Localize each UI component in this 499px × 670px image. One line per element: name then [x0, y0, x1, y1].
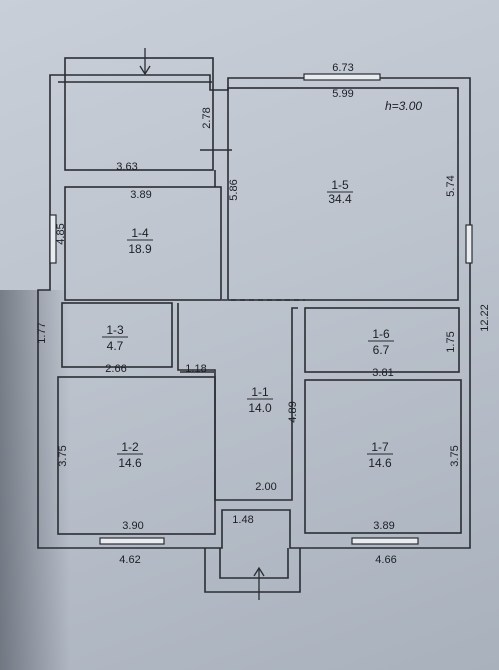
dim-3-81: 3.81	[372, 367, 393, 379]
porch-outline	[204, 548, 301, 593]
room-1-3-walls	[61, 302, 173, 368]
ceiling-height-note: h=3.00	[385, 99, 422, 113]
room-label-1-6: 1-6	[372, 327, 390, 341]
room-1-6-walls	[304, 307, 460, 373]
dim-1-75: 1.75	[445, 331, 457, 352]
room-area-1-5: 34.4	[328, 192, 352, 206]
window-left	[49, 214, 57, 264]
room-area-1-1: 14.0	[248, 401, 272, 415]
dim-1-77: 1.77	[36, 322, 48, 343]
room-label-1-4: 1-4	[131, 226, 149, 240]
dim-1-48: 1.48	[232, 514, 253, 526]
dim-4-62: 4.62	[119, 554, 140, 566]
dim-1-18: 1.18	[185, 363, 206, 375]
window-right	[465, 224, 473, 264]
room-area-1-2: 14.6	[118, 456, 142, 470]
room-label-1-1: 1-1	[251, 385, 269, 399]
room-area-1-4: 18.9	[128, 242, 152, 256]
room-area-1-6: 6.7	[373, 343, 390, 357]
dim-3-75-right: 3.75	[449, 445, 461, 466]
dim-2-66: 2.66	[105, 363, 126, 375]
window-top	[303, 73, 381, 81]
dim-12-22: 12.22	[479, 304, 491, 332]
porch-inner	[219, 548, 289, 579]
dim-5-86: 5.86	[228, 179, 240, 200]
entry-arrow-top-head	[139, 65, 151, 76]
room-area-1-3: 4.7	[107, 339, 124, 353]
dim-4-66: 4.66	[375, 554, 396, 566]
dim-2-00: 2.00	[255, 481, 276, 493]
dim-5-99: 5.99	[332, 88, 353, 100]
dim-3-90: 3.90	[122, 520, 143, 532]
dim-3-63: 3.63	[116, 161, 137, 173]
dim-2-78: 2.78	[201, 107, 213, 128]
dim-3-89-bottom: 3.89	[373, 520, 394, 532]
room-1-5-walls	[227, 87, 459, 301]
room-1-1-walls	[177, 303, 298, 501]
window-bottom-right	[351, 537, 419, 545]
room-label-1-7: 1-7	[371, 440, 389, 454]
room-area-1-7: 14.6	[368, 456, 392, 470]
dim-6-73: 6.73	[332, 62, 353, 74]
window-bottom-left	[99, 537, 165, 545]
dim-3-75-left: 3.75	[57, 445, 69, 466]
room-top-left	[64, 57, 214, 171]
dim-5-74: 5.74	[445, 175, 457, 196]
room-label-1-2: 1-2	[121, 440, 139, 454]
dim-3-89-top: 3.89	[130, 189, 151, 201]
room-label-1-3: 1-3	[106, 323, 124, 337]
room-label-1-5: 1-5	[331, 178, 349, 192]
room-1-7-walls	[304, 379, 462, 534]
room-1-4-walls	[64, 186, 222, 301]
outer-wall-line	[37, 74, 471, 549]
entry-arrow-bottom-head	[253, 566, 265, 577]
dim-4-89: 4.89	[287, 401, 299, 422]
dim-4-85: 4.85	[55, 223, 67, 244]
